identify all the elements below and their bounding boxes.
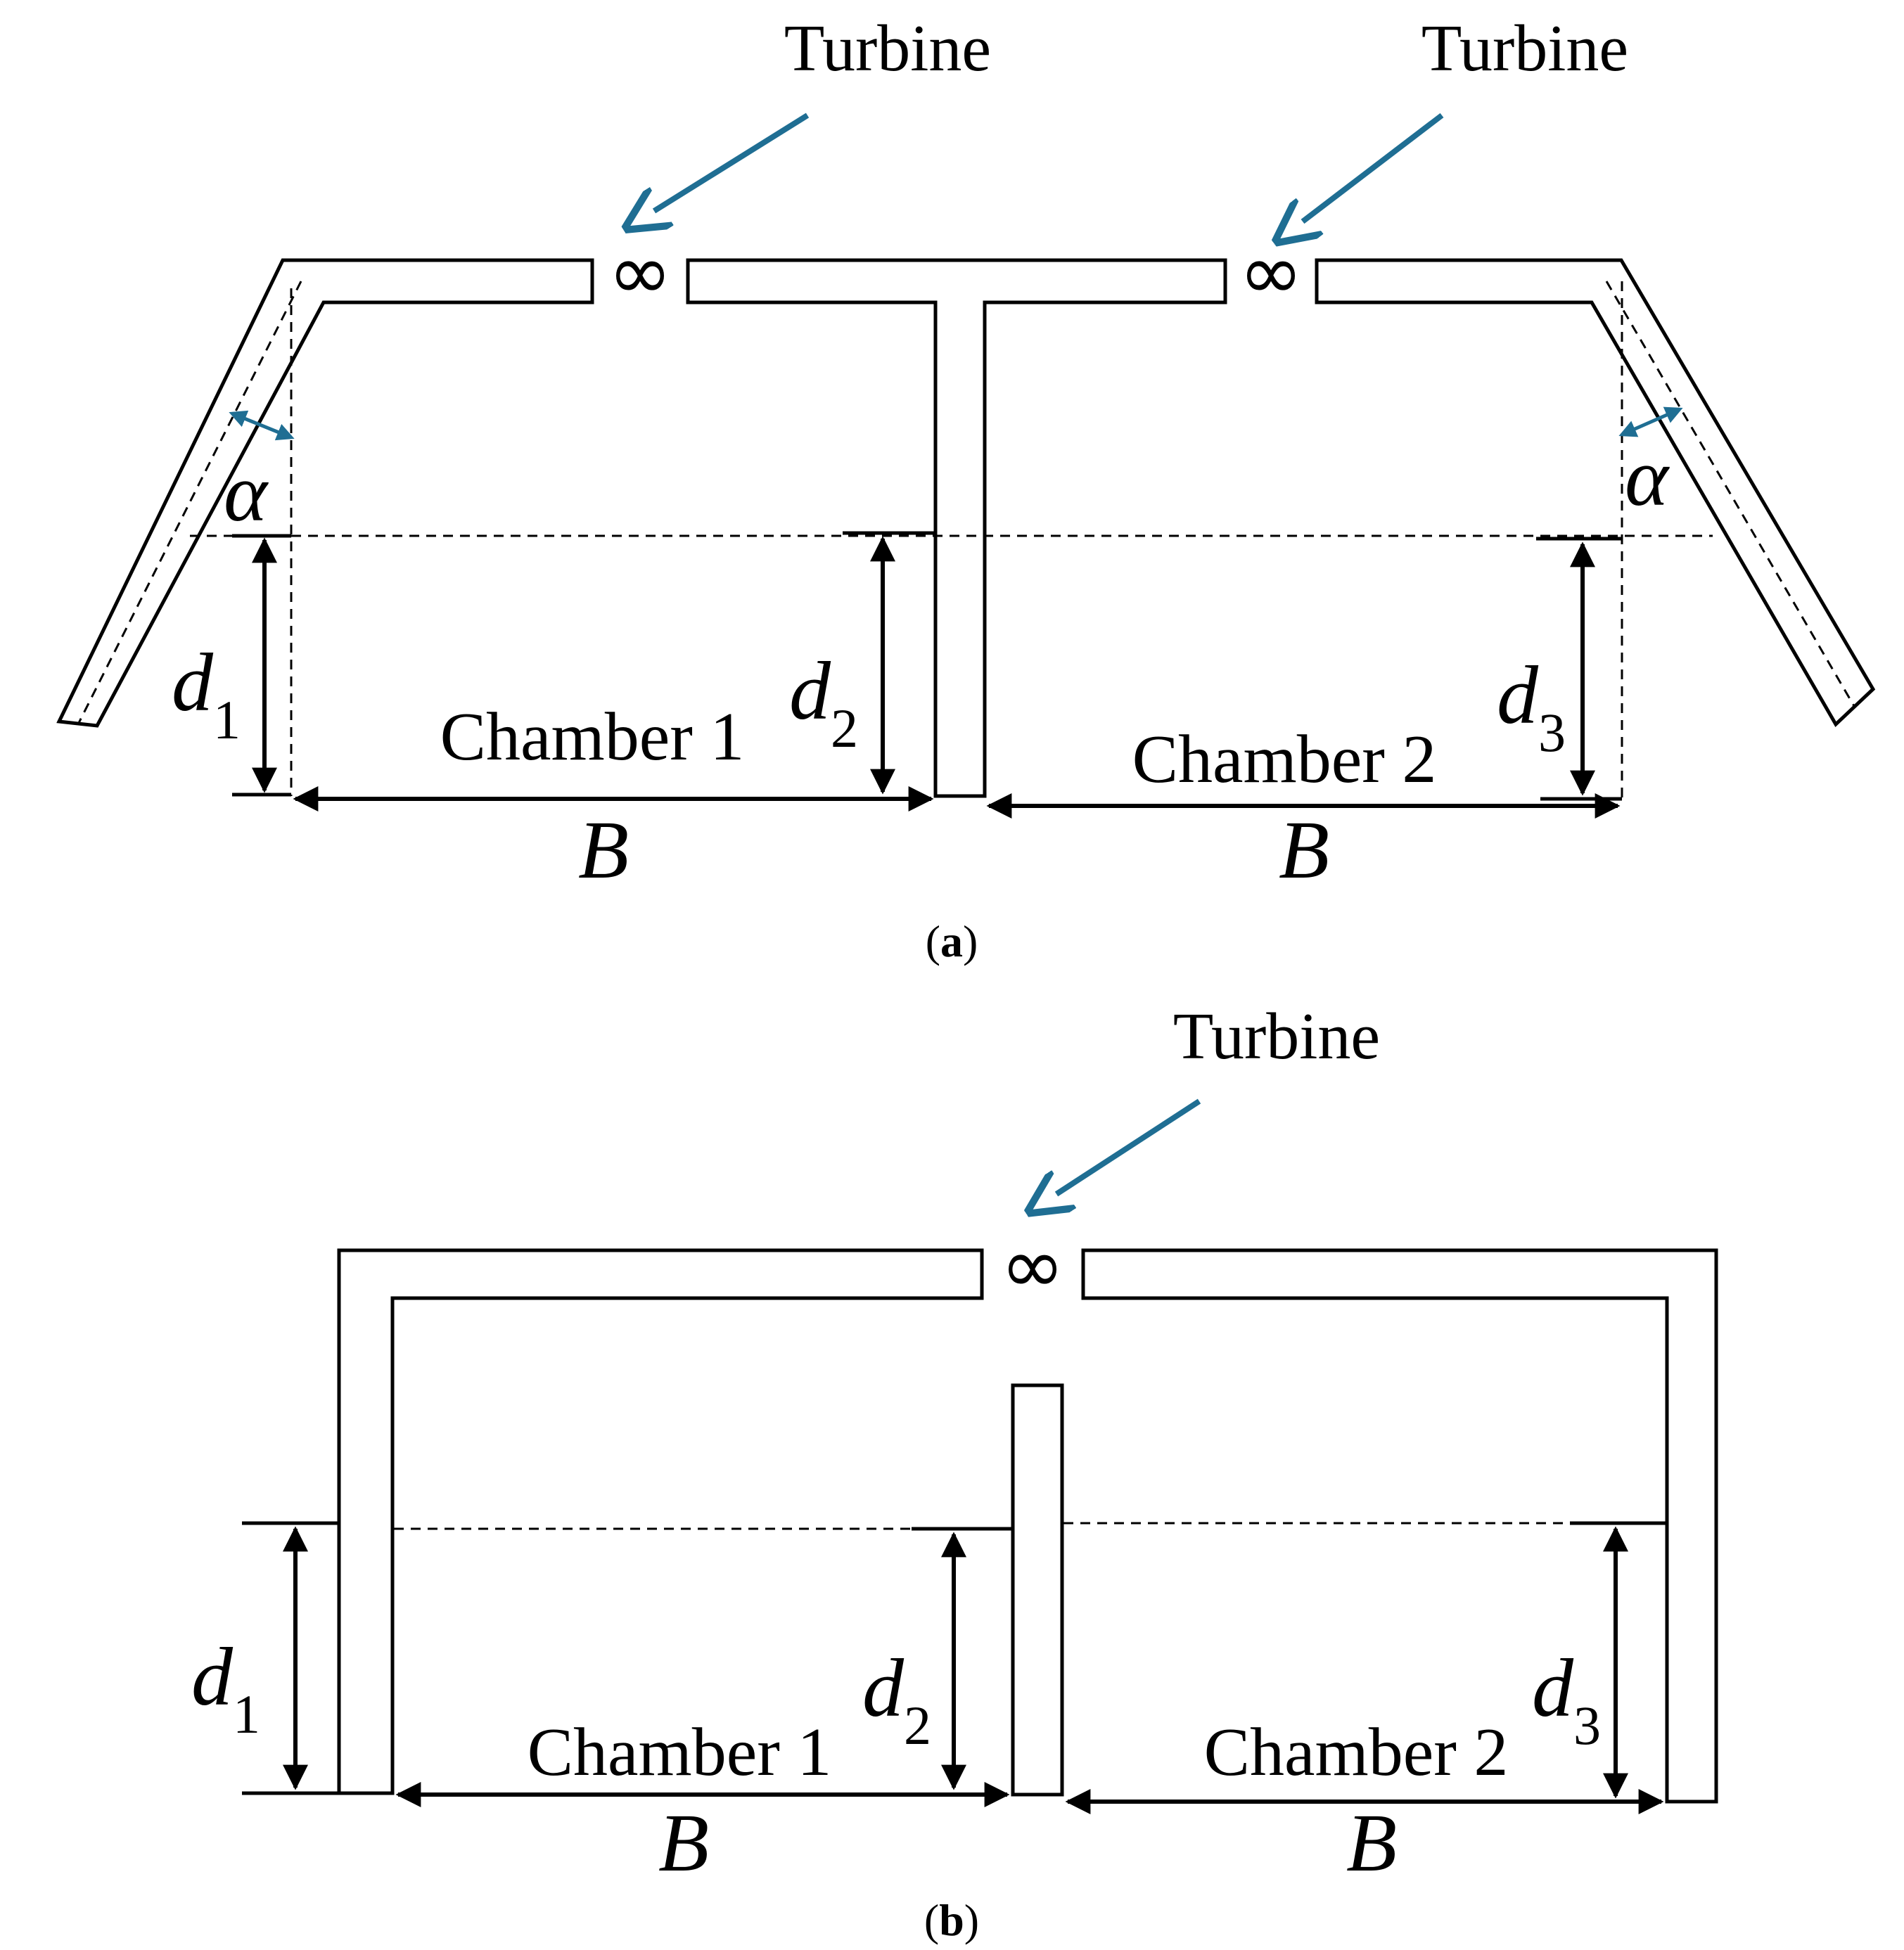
d2-label-b: d2	[862, 1642, 931, 1756]
turbine-label-right-a: Turbine	[1421, 12, 1628, 85]
turbine-arrow-left-a	[654, 113, 810, 211]
d2-label-a: d2	[789, 645, 858, 759]
b-label-chamber-2-b: B	[1346, 1797, 1397, 1889]
middle-partition-b	[1011, 1383, 1064, 1797]
b-label-chamber-2-a: B	[1279, 804, 1329, 896]
turbine-symbol-b: ∞	[1000, 1221, 1065, 1311]
left-wall-centerline-a	[77, 281, 302, 724]
middle-t-wall-a	[686, 258, 1227, 798]
turbine-arrow-b	[1056, 1098, 1201, 1194]
alpha-label-right-a: α	[1625, 431, 1670, 523]
alpha-arc-left-a	[229, 410, 295, 441]
d3-label-a: d3	[1497, 649, 1566, 763]
turbine-label-b: Turbine	[1173, 1000, 1380, 1073]
d1-label-a: d1	[172, 636, 241, 750]
alpha-label-left-a: α	[224, 447, 269, 539]
chamber-2-label-b: Chamber 2	[1204, 1714, 1509, 1790]
b-label-chamber-1-b: B	[658, 1797, 709, 1889]
figure-caption-b: (b)	[924, 1895, 979, 1945]
d1-label-b: d1	[191, 1631, 260, 1745]
left-wall-top-b	[337, 1248, 984, 1795]
right-wall-centerline-a	[1605, 281, 1855, 707]
turbine-label-left-a: Turbine	[784, 12, 991, 85]
turbine-arrow-right-a	[1303, 113, 1444, 222]
d3-label-b: d3	[1532, 1642, 1601, 1756]
right-wall-top-b	[1081, 1248, 1718, 1804]
chamber-2-label-a: Chamber 2	[1132, 721, 1437, 797]
left-inclined-wall-top-a	[56, 258, 594, 728]
panel-a: ∞ ∞ Turbine Turbine α α d1 d2 d3 Chamber…	[56, 12, 1876, 966]
chamber-1-label-a: Chamber 1	[440, 699, 745, 775]
chamber-1-label-b: Chamber 1	[528, 1714, 832, 1790]
panel-b: ∞ Turbine d1 d2 d3 Chamber 1 Chamber 2 B…	[191, 1000, 1718, 1945]
turbine-symbol-left-a: ∞	[608, 227, 672, 317]
figure-caption-a: (a)	[926, 916, 978, 966]
b-label-chamber-1-a: B	[578, 804, 629, 896]
alpha-arc-right-a	[1618, 406, 1683, 437]
right-inclined-wall-top-a	[1315, 258, 1876, 727]
turbine-symbol-right-a: ∞	[1239, 227, 1303, 317]
